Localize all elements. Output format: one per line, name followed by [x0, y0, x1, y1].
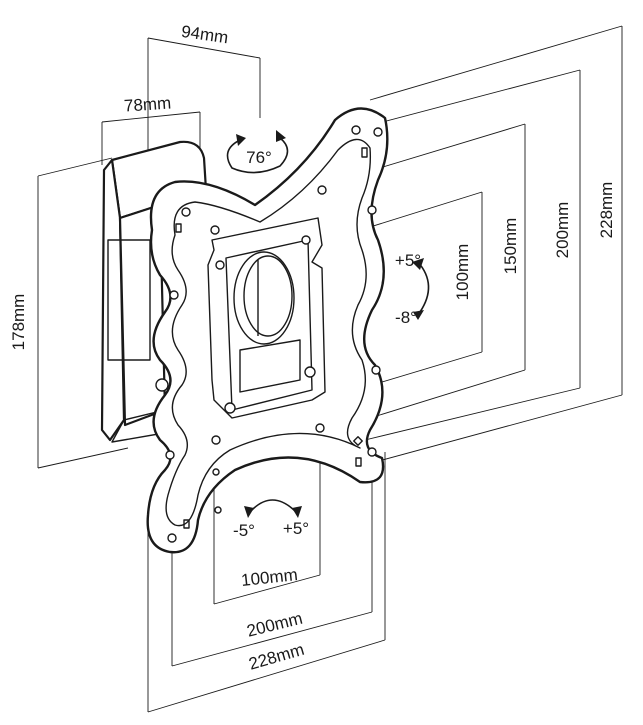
label-vesa-v-200: 200mm: [553, 202, 572, 259]
label-vesa-h-228: 228mm: [247, 640, 307, 674]
rotation-arrow: [244, 499, 302, 518]
label-rotate-right: +5°: [283, 519, 309, 538]
label-vesa-v-150: 150mm: [501, 218, 520, 275]
label-arm-depth-max: 94mm: [180, 22, 229, 47]
vesa-mounting-plate: [146, 107, 389, 554]
wall-bracket: [100, 140, 208, 443]
label-rotate-left: -5°: [233, 521, 255, 540]
label-wall-plate-height: 178mm: [9, 294, 28, 351]
label-vesa-v-100: 100mm: [453, 244, 472, 301]
tilt-arrow: [412, 258, 430, 320]
label-arm-depth-min: 78mm: [123, 93, 171, 115]
label-tilt-down: -8°: [395, 308, 417, 327]
label-swivel-angle: 76°: [246, 148, 272, 167]
label-vesa-h-200: 200mm: [245, 609, 305, 641]
label-vesa-h-100: 100mm: [240, 565, 298, 590]
swivel-arrow: [226, 130, 289, 174]
label-vesa-v-228: 228mm: [597, 182, 616, 239]
dimension-lines: [37, 25, 623, 713]
label-tilt-up: +5°: [395, 251, 421, 270]
